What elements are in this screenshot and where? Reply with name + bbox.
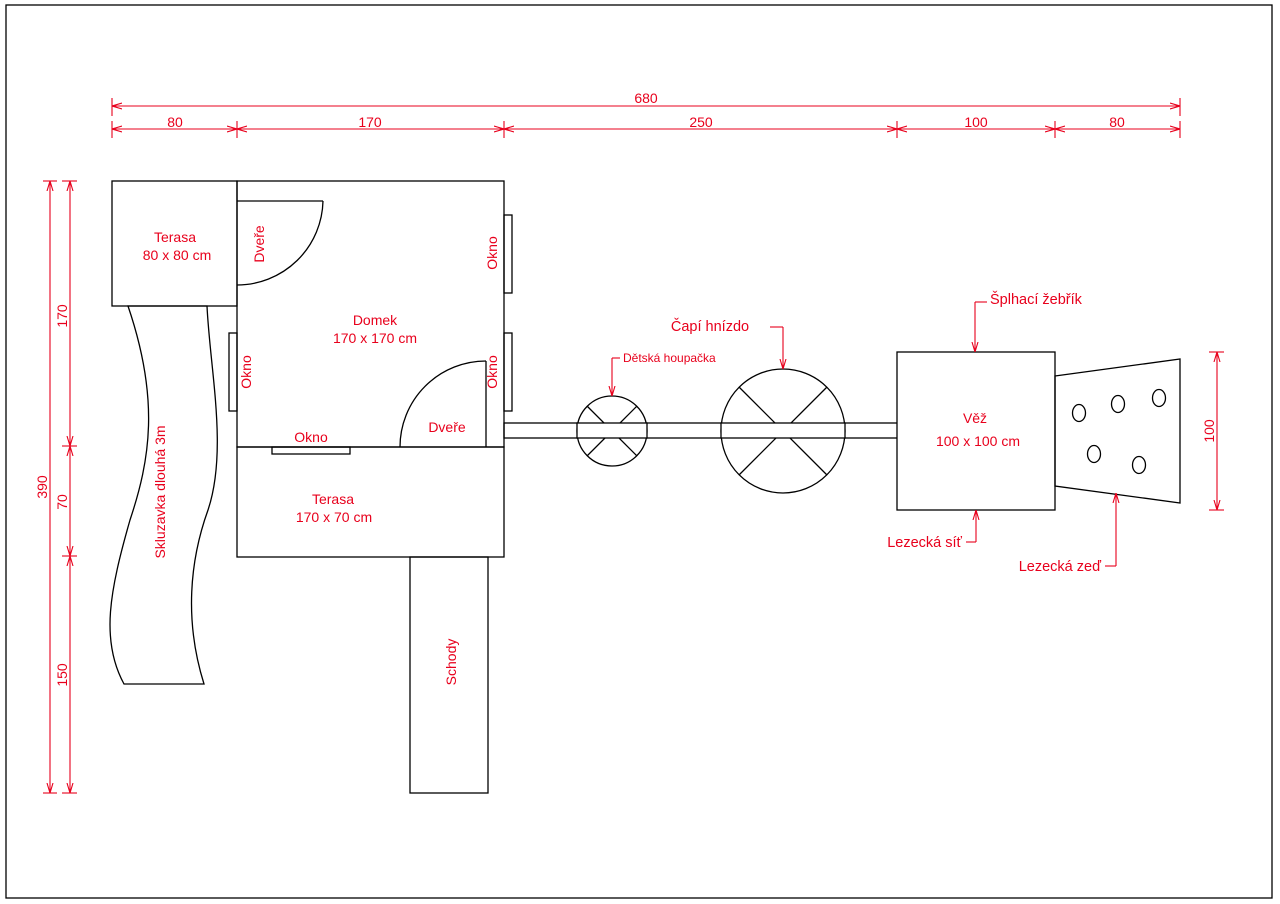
terrace-small-name: Terasa [154, 229, 196, 245]
kids-swing-label: Dětská houpačka [623, 351, 716, 365]
door-top-label: Dveře [251, 225, 267, 263]
dim-width-250: 250 [689, 114, 713, 130]
window-left [228, 332, 238, 412]
dim-total-width: 680 [634, 90, 658, 106]
slide-label: Skluzavka dlouhá 3m [152, 425, 168, 558]
climbing-net-label: Lezecká síť [887, 535, 962, 551]
tower-size: 100 x 100 cm [936, 433, 1020, 449]
stairs [409, 556, 489, 794]
drawing-frame [5, 4, 1273, 899]
window-left-label: Okno [238, 355, 254, 389]
house-name: Domek [353, 312, 398, 328]
dim-width-80-right: 80 [1109, 114, 1125, 130]
dim-height-70: 70 [54, 494, 70, 510]
dim-total-height: 390 [34, 475, 50, 499]
climbing-wall-label: Lezecká zeď [1019, 559, 1102, 575]
climbing-ladder-label: Šplhací žebřík [990, 291, 1083, 308]
window-right-top-label: Okno [484, 236, 500, 270]
door-bottom-label: Dveře [428, 419, 466, 435]
dim-width-100: 100 [964, 114, 988, 130]
stairs-label: Schody [443, 639, 459, 686]
swing-beam [503, 422, 921, 439]
dim-width-170: 170 [358, 114, 382, 130]
window-right-bottom-label: Okno [484, 355, 500, 389]
vertical-dimensions: 390 170 70 150 100 [34, 180, 1224, 794]
window-bottom [271, 446, 351, 455]
kids-swing [576, 395, 648, 467]
stork-nest-label: Čapí hnízdo [671, 318, 749, 335]
dim-height-150: 150 [54, 663, 70, 687]
terrace-big-name: Terasa [312, 491, 354, 507]
climbing-wall [1054, 358, 1181, 504]
horizontal-dimensions: 680 80 170 250 100 80 [111, 90, 1181, 138]
house-size: 170 x 170 cm [333, 330, 417, 346]
slide [109, 305, 218, 685]
dim-height-170: 170 [54, 304, 70, 328]
window-right-bottom [503, 332, 513, 412]
tower-name: Věž [963, 410, 987, 426]
window-bottom-label: Okno [294, 429, 328, 445]
terrace-big [236, 446, 505, 558]
climbing-holds [1071, 388, 1167, 475]
stork-nest-swing [720, 368, 846, 494]
terrace-small-size: 80 x 80 cm [143, 247, 211, 263]
door-bottom [399, 360, 487, 448]
dim-width-80-left: 80 [167, 114, 183, 130]
dim-tower-height: 100 [1201, 419, 1217, 443]
window-right-top [503, 214, 513, 294]
terrace-big-size: 170 x 70 cm [296, 509, 372, 525]
door-top [236, 200, 324, 286]
tower [896, 351, 1056, 511]
